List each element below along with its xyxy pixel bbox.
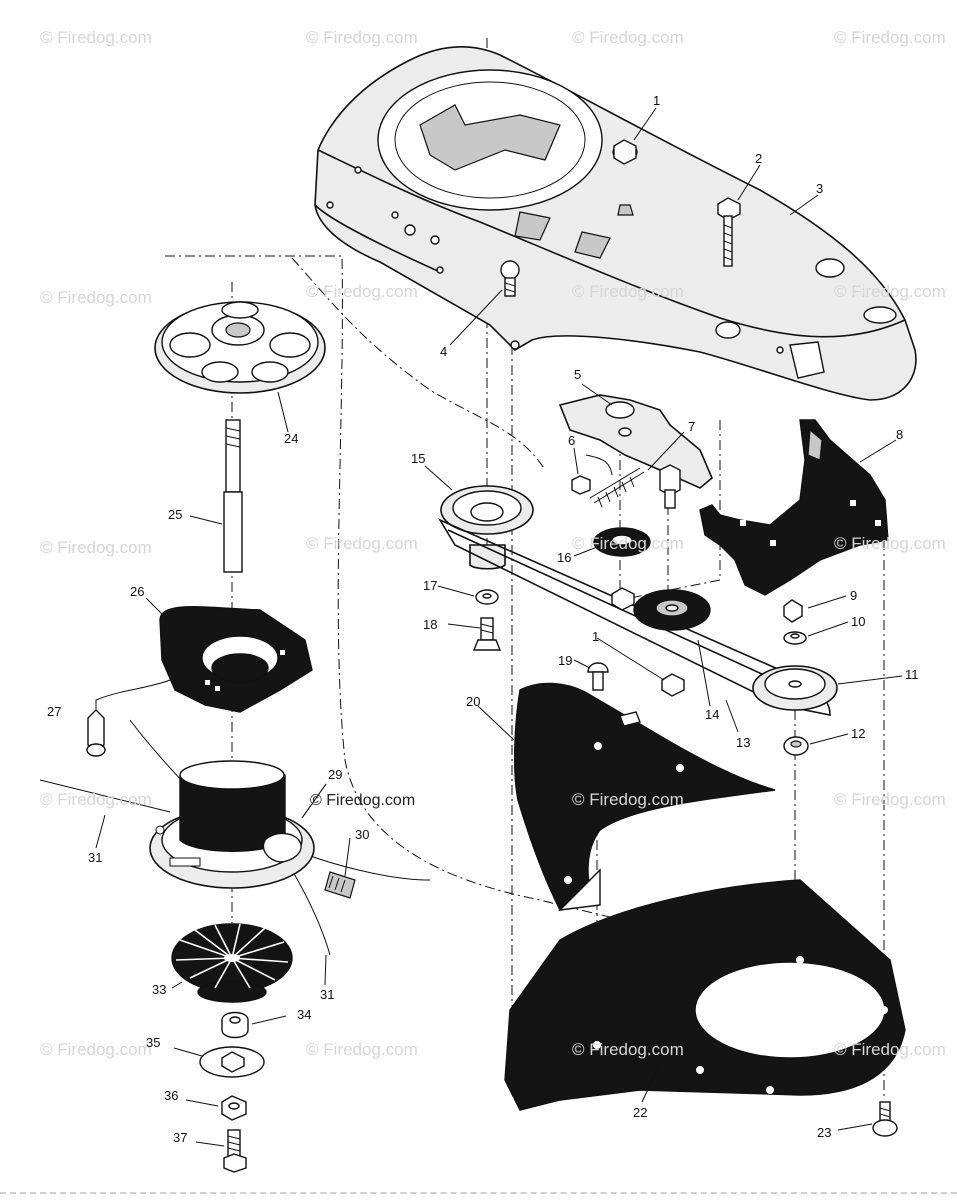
- callout-label: 4: [440, 344, 448, 359]
- callout-label: 1: [592, 629, 600, 644]
- idler-pulleys: [593, 527, 711, 631]
- callout-label: 24: [284, 431, 299, 446]
- callout-label: 1: [653, 93, 661, 108]
- callout-label: 23: [817, 1125, 832, 1140]
- driven-pulley-assembly: [752, 599, 838, 756]
- callout-label: 18: [423, 617, 438, 632]
- callout-label: 36: [164, 1088, 179, 1103]
- page-bottom-rule: [0, 1192, 957, 1194]
- callout-label: 30: [355, 827, 370, 842]
- callout-label: 13: [736, 735, 751, 750]
- line-eyelet: [324, 871, 356, 899]
- callout-label: 7: [688, 419, 696, 434]
- callout-label: 6: [568, 433, 576, 448]
- callout-label: 11: [905, 667, 919, 682]
- callout-label: 33: [152, 982, 167, 997]
- callout-label: 15: [411, 451, 426, 466]
- base-screw: [872, 1101, 898, 1137]
- idler-bracket-assembly: [558, 394, 713, 509]
- hub-plate: [154, 301, 326, 394]
- callout-label: 3: [816, 181, 824, 196]
- callout-label: 2: [755, 151, 763, 166]
- callout-label: 35: [146, 1035, 161, 1050]
- callout-label: 10: [851, 614, 866, 629]
- spool-cap: [171, 923, 293, 1003]
- callout-label: 16: [557, 550, 572, 565]
- spool-housing: [159, 606, 313, 713]
- callout-label: 12: [851, 726, 866, 741]
- callout-label: 17: [423, 578, 438, 593]
- housing-screw: [86, 709, 106, 757]
- callout-label: 26: [130, 584, 145, 599]
- callout-label: 34: [297, 1007, 312, 1022]
- inline-watermark: © Firedog.com: [310, 792, 416, 809]
- leader-lines: [95, 107, 903, 1147]
- callout-label: 8: [896, 427, 904, 442]
- cover-fasteners: [500, 139, 741, 297]
- callout-label: 29: [328, 767, 343, 782]
- callout-label: 27: [47, 704, 62, 719]
- drive-shaft: [223, 419, 243, 573]
- bottom-hardware: [199, 1011, 265, 1173]
- trimmer-spool: [39, 719, 431, 956]
- callout-label: 5: [574, 367, 582, 382]
- callout-label: 9: [850, 588, 858, 603]
- callout-label: 31: [320, 987, 335, 1002]
- drive-pulley: [440, 485, 534, 570]
- belt-cover-housing: [314, 46, 917, 401]
- callout-label: 19: [558, 653, 573, 668]
- callout-label: 37: [173, 1130, 188, 1145]
- lower-fasteners: [472, 589, 685, 697]
- arrow-29: [301, 783, 327, 819]
- callout-label: 20: [466, 694, 481, 709]
- callout-label: 14: [705, 707, 720, 722]
- callout-label: 22: [633, 1105, 648, 1120]
- callout-label: 25: [168, 507, 183, 522]
- discharge-chute: [513, 682, 776, 911]
- base-shield: [504, 879, 906, 1111]
- callout-label: 31: [88, 850, 103, 865]
- side-guard: [699, 419, 889, 596]
